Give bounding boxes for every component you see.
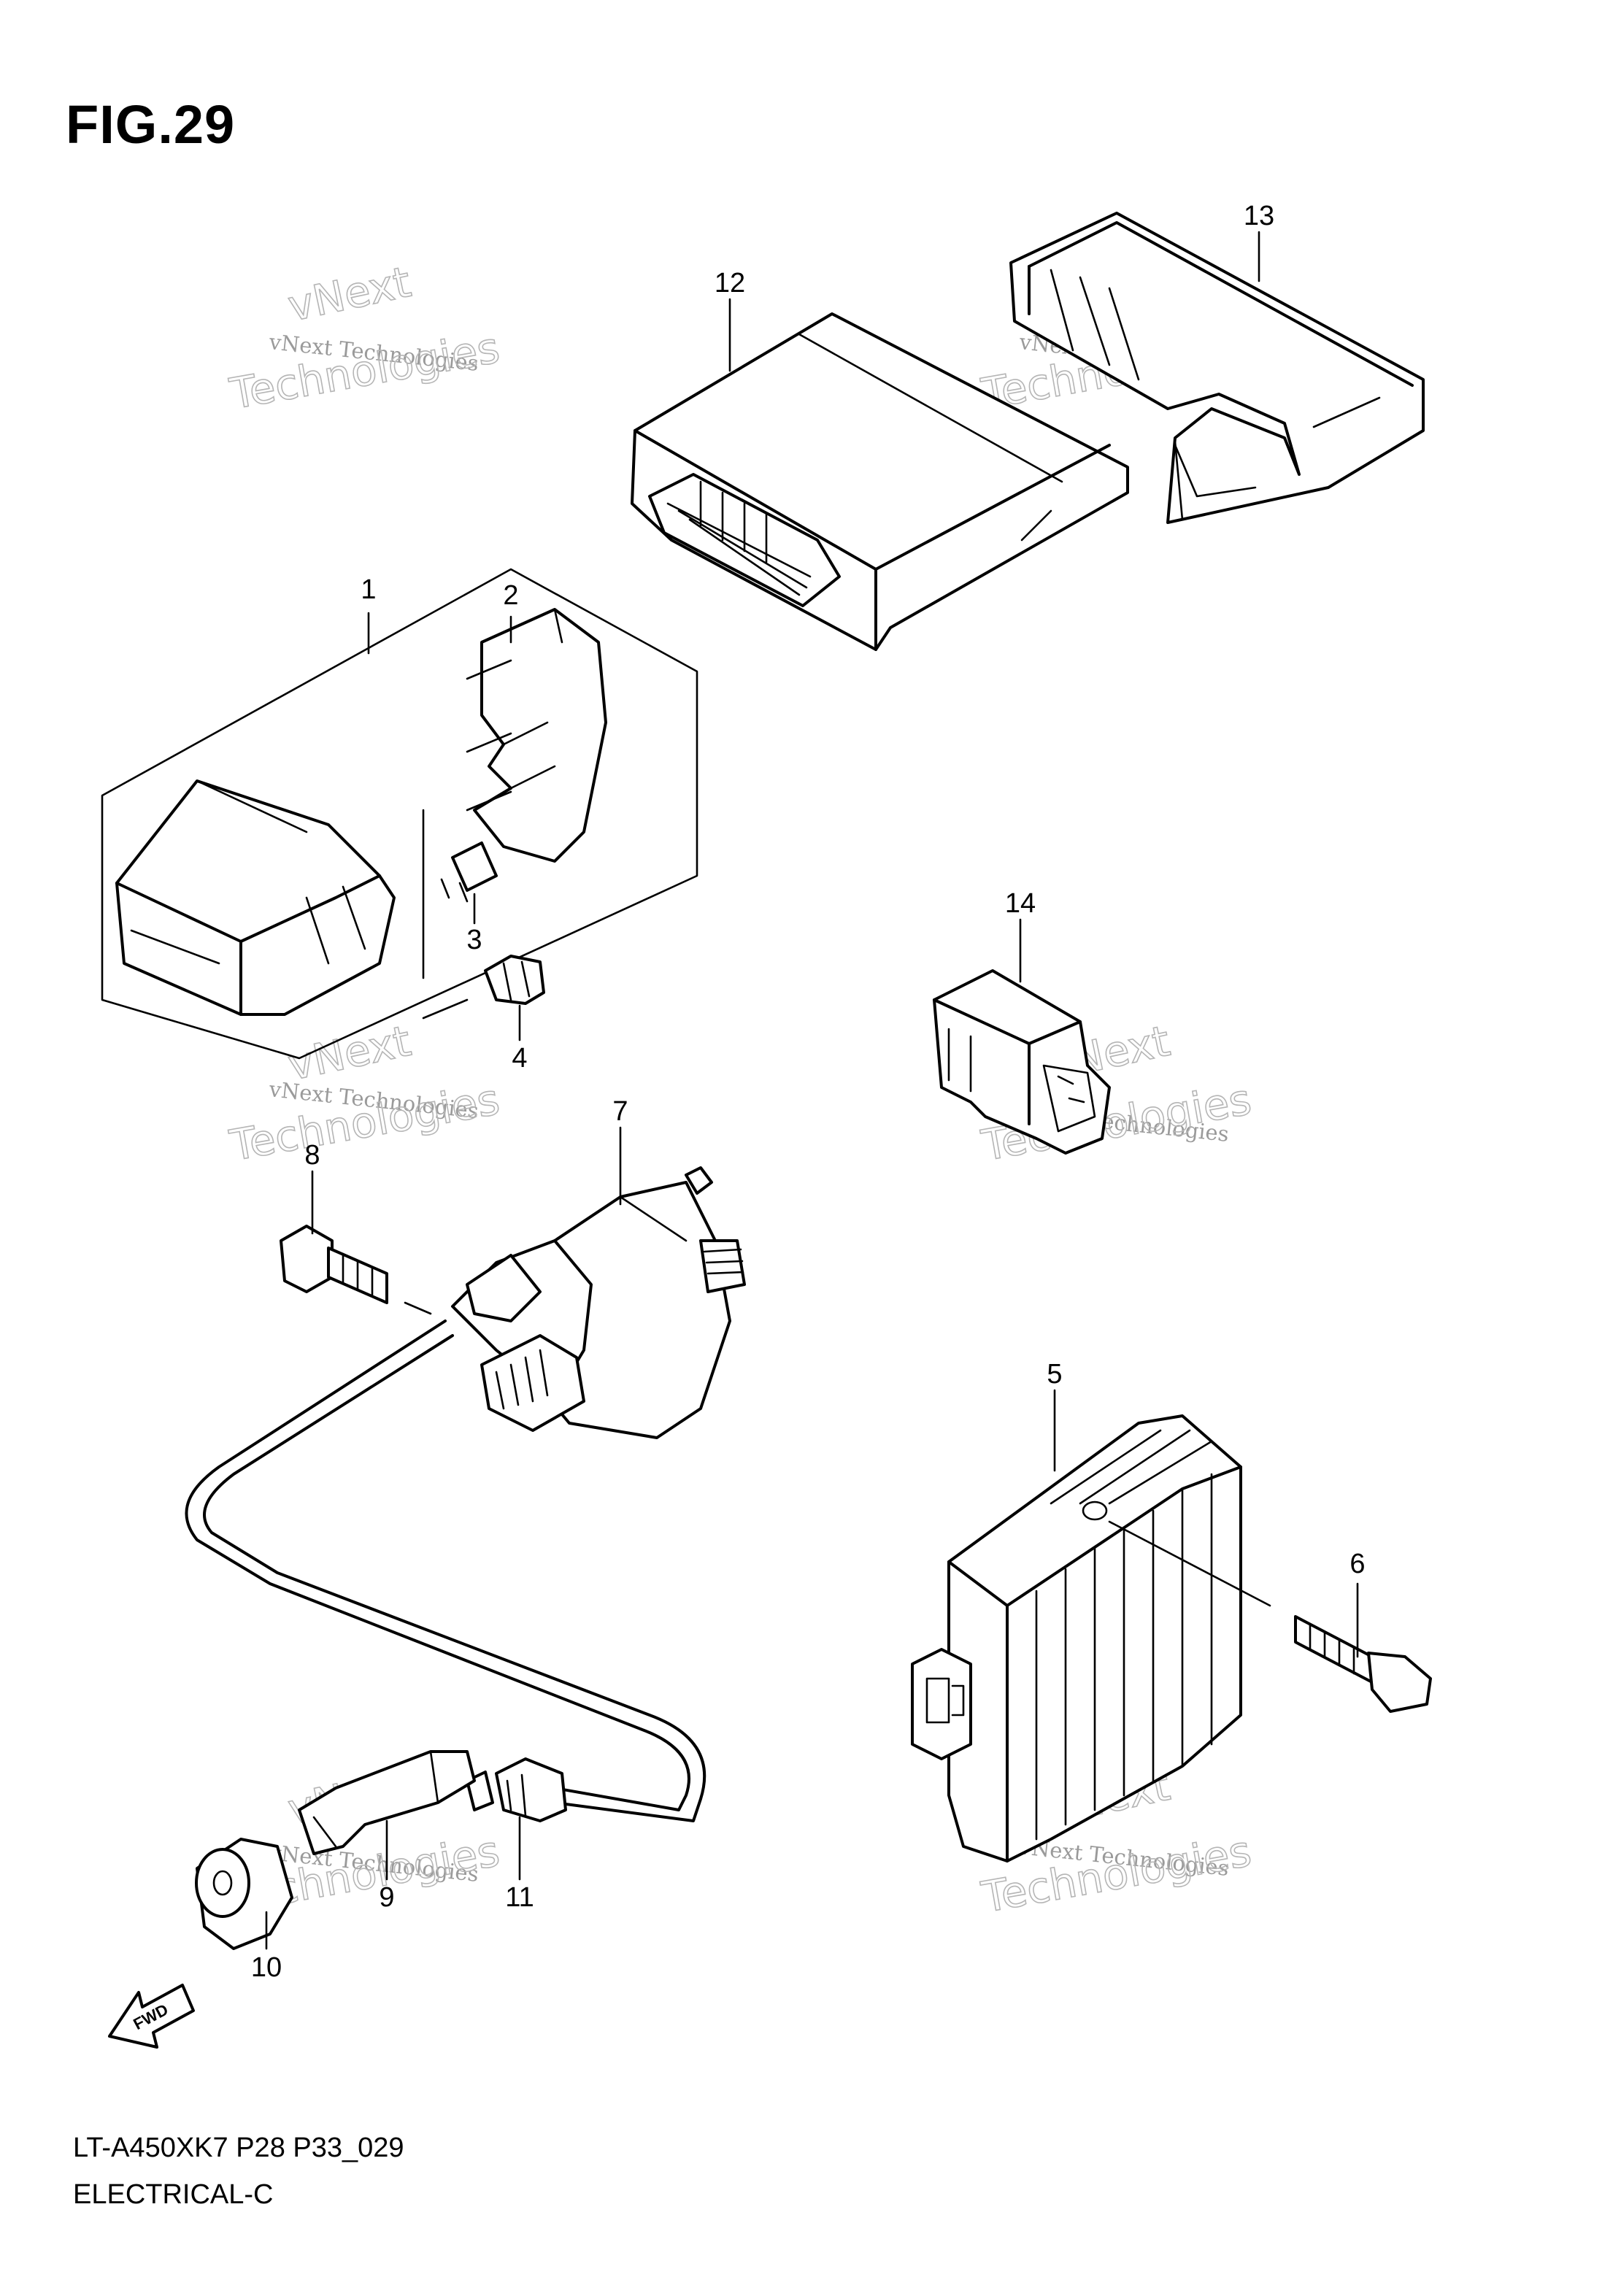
part-4-leader-dashes [422,809,469,1020]
model-code: LT-A450XK7 P28 P33_029 [73,2133,404,2163]
watermark-top-left: vNext vNext Technologies Technologies [226,256,504,420]
part-14-relay [933,969,1111,1155]
part-label-1: 1 [361,574,376,605]
part-label-4: 4 [512,1043,527,1074]
part-6-bolt [1108,1520,1432,1713]
section-name: ELECTRICAL-C [73,2179,274,2210]
part-11-plug-cap [466,1757,567,1822]
fwd-direction-arrow: FWD [108,1984,195,2049]
part-9-boot [298,1750,476,1855]
part-7-ignition-coil [451,1166,746,1439]
part-8-bolt [280,1225,432,1315]
part-label-7: 7 [612,1096,628,1127]
svg-text:vNext: vNext [284,1016,415,1090]
svg-text:vNext: vNext [284,257,415,331]
part-12-ecm [631,312,1129,651]
high-tension-lead [185,1320,706,1822]
part-label-10: 10 [251,1952,282,1983]
figure-title: FIG.29 [66,94,236,155]
svg-text:Technologies: Technologies [226,323,504,419]
part-label-9: 9 [379,1882,394,1913]
part-10-cap [195,1838,293,1950]
part-label-3: 3 [466,925,482,955]
part-label-12: 12 [715,268,745,298]
part-2-fuse-holder [466,608,607,863]
part-label-8: 8 [304,1140,320,1171]
part-label-13: 13 [1244,201,1274,231]
part-label-2: 2 [503,580,518,611]
starter-relay-body [115,779,396,1016]
watermark-mid-left: vNext vNext Technologies Technologies [226,1015,504,1171]
part-13-cover [1009,212,1425,524]
part-label-6: 6 [1349,1549,1365,1579]
part-3-fuse [440,841,498,903]
part-labels: 1 2 3 4 5 6 7 8 9 10 11 12 13 14 [251,201,1366,1983]
part-5-regulator [911,1414,1242,1862]
part-4-bolt [484,955,545,1005]
part-1-outline-box [101,568,698,1060]
part-label-14: 14 [1005,888,1036,919]
part-label-11: 11 [505,1882,534,1913]
leader-lines [265,231,1359,1950]
part-label-5: 5 [1047,1359,1062,1390]
